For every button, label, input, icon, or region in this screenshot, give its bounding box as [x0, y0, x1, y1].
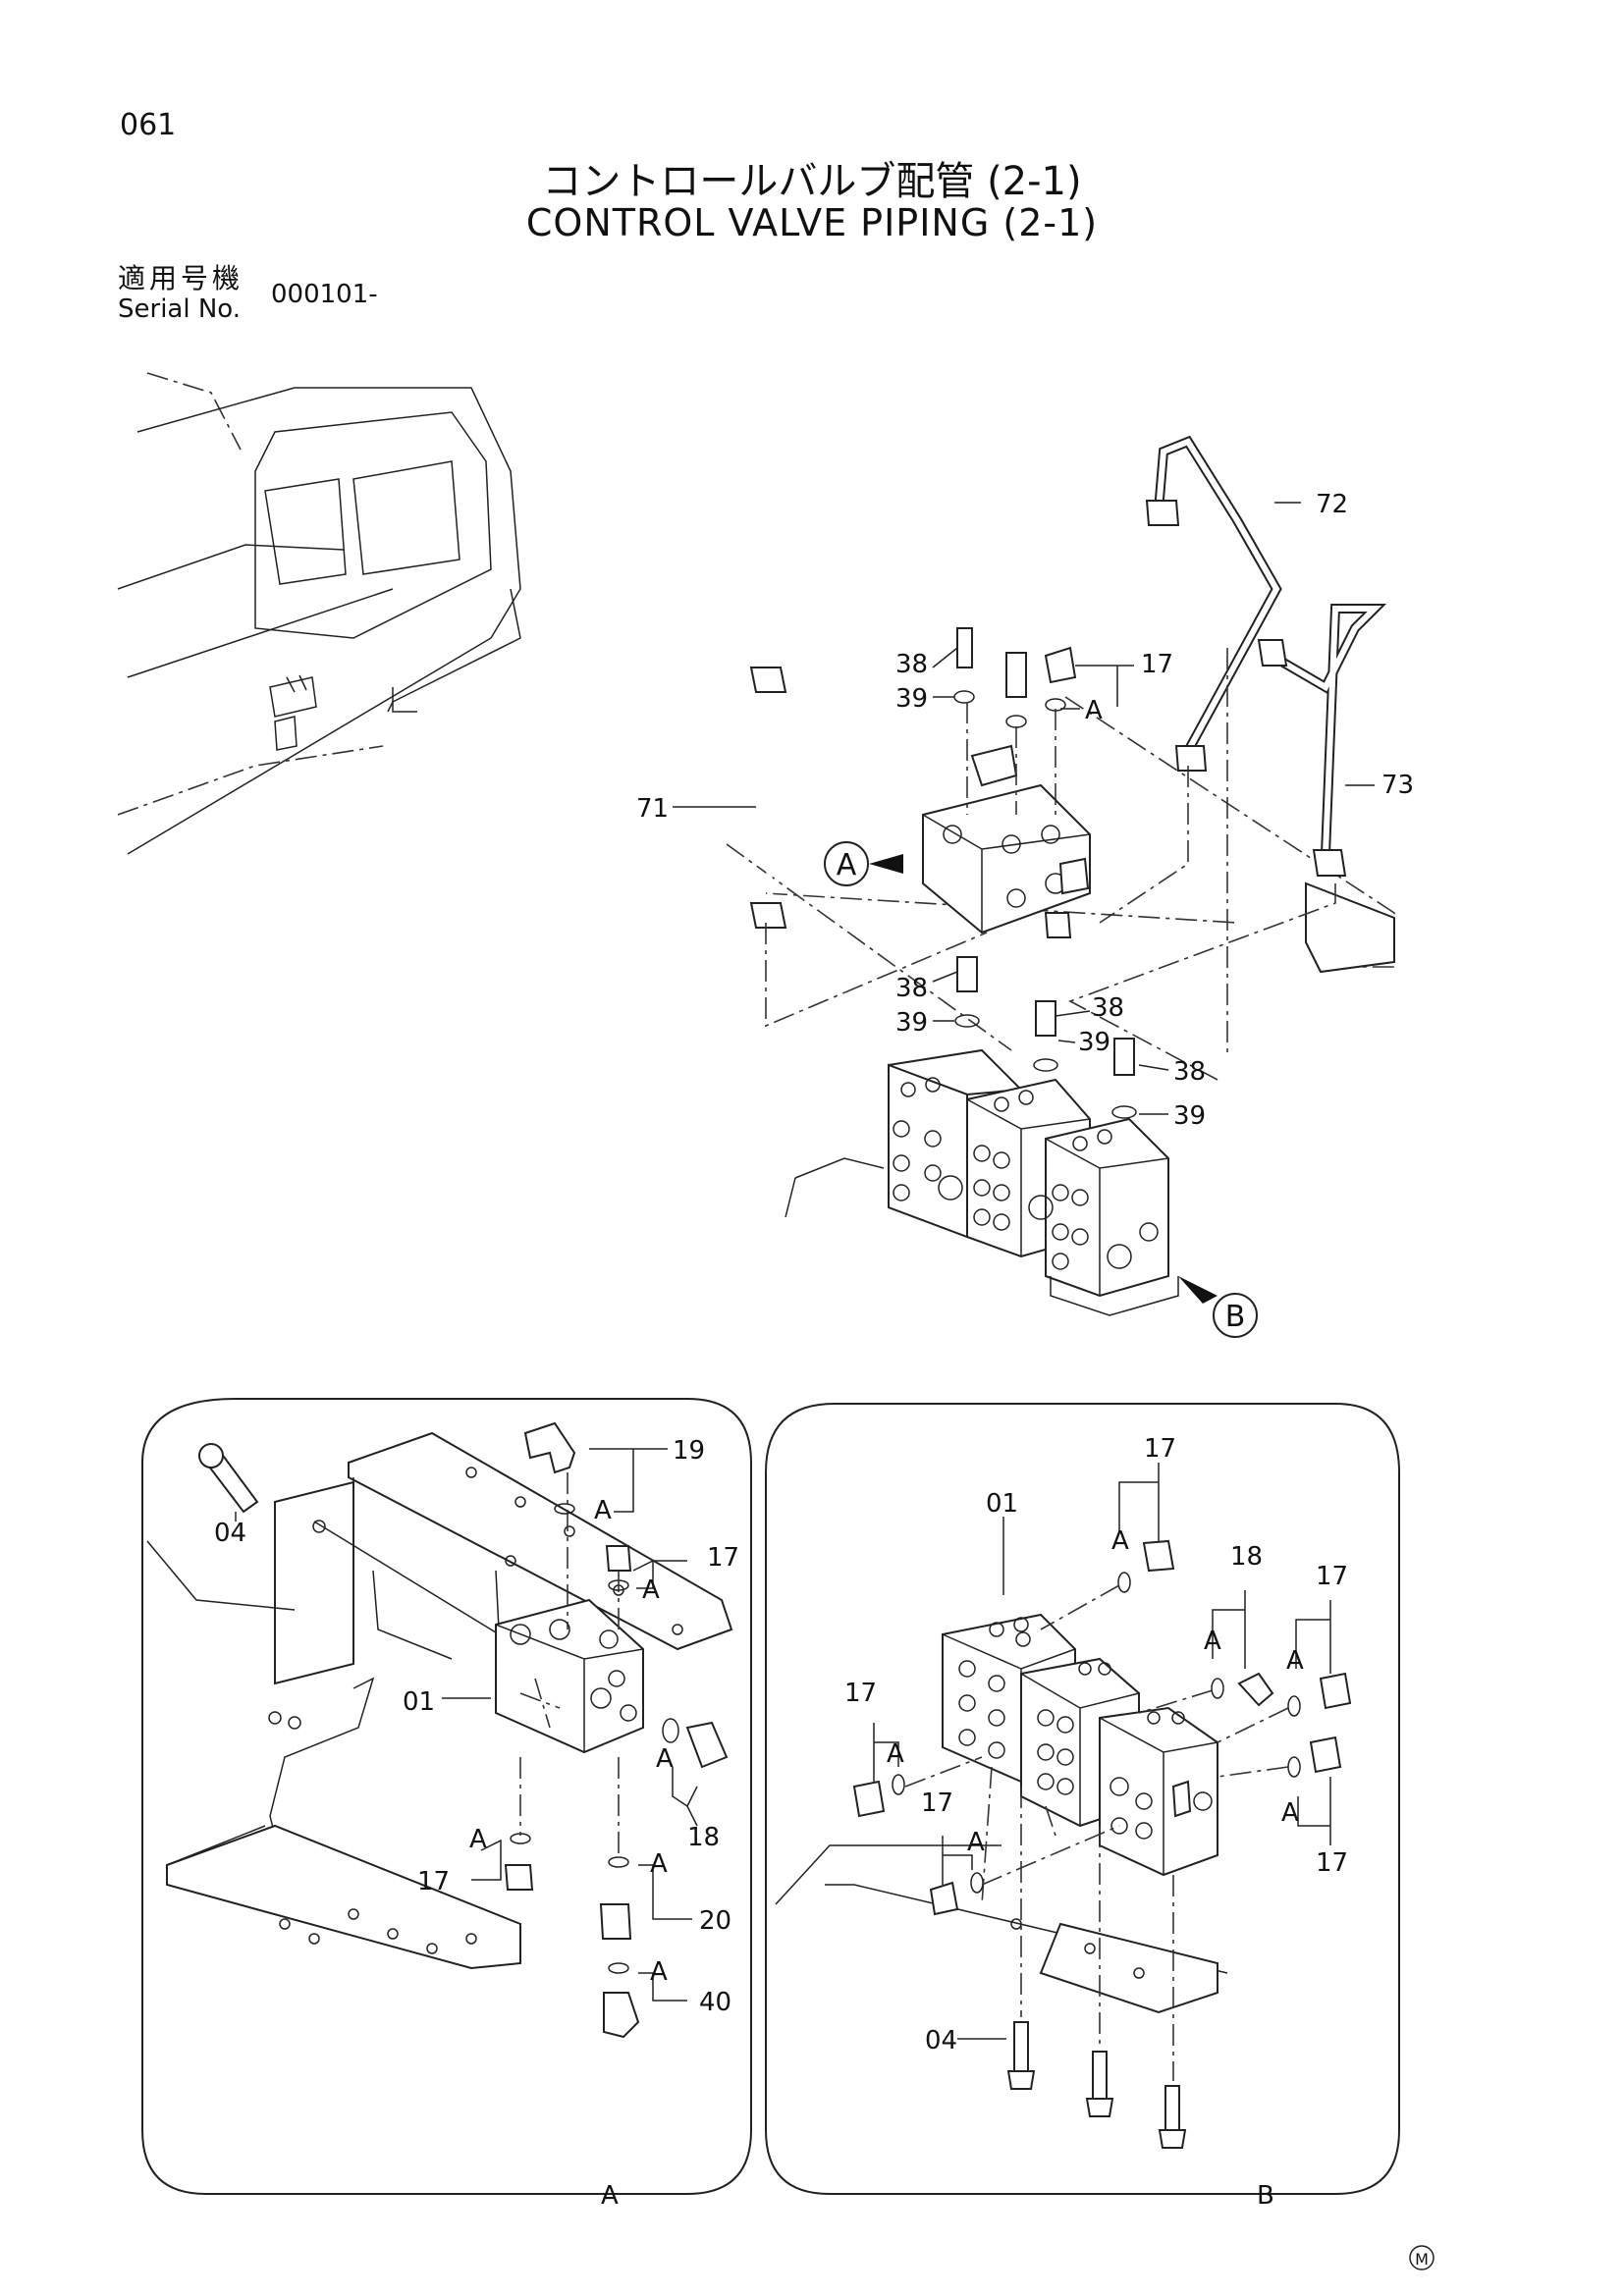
detail-a-label-04: 04 [214, 1519, 246, 1548]
detail-a-label-a3: A [656, 1744, 674, 1774]
detail-b-label-01: 01 [986, 1489, 1018, 1519]
detail-a-label-a4: A [469, 1825, 487, 1854]
callout-a: A [837, 848, 857, 882]
serial-number-value: 000101- [271, 280, 378, 309]
callout-circle-a [824, 841, 869, 886]
label-39-right: 39 [1173, 1101, 1206, 1131]
detail-a-label-a2: A [642, 1575, 660, 1605]
main-view-leaders [673, 502, 1375, 1304]
detail-a-view [141, 1398, 752, 2195]
label-39-mid: 39 [1078, 1028, 1110, 1057]
detail-a-caption: A [601, 2181, 619, 2211]
detail-b-label-a4: A [887, 1739, 904, 1769]
label-38-right: 38 [1173, 1057, 1206, 1087]
callout-circle-b [1213, 1293, 1258, 1338]
detail-b-label-18: 18 [1230, 1542, 1263, 1572]
label-a-main: A [1085, 696, 1103, 725]
detail-a-label-17-top: 17 [707, 1543, 739, 1573]
detail-a-label-19: 19 [673, 1436, 705, 1466]
footer-mark: M [1415, 2250, 1429, 2269]
detail-b-label-17-top: 17 [1144, 1434, 1176, 1464]
detail-b-label-17-left: 17 [844, 1679, 877, 1708]
page-number: 061 [120, 108, 177, 142]
detail-b-label-17-right: 17 [1316, 1562, 1348, 1591]
label-39-left: 39 [895, 1008, 928, 1038]
label-38-mid: 38 [1092, 993, 1124, 1023]
detail-a-label-01: 01 [403, 1687, 435, 1717]
detail-a-label-18: 18 [687, 1823, 720, 1852]
detail-a-label-a1: A [594, 1496, 612, 1525]
detail-b-label-a2: A [1204, 1627, 1221, 1656]
label-17-main: 17 [1141, 650, 1173, 679]
label-39-top: 39 [895, 684, 928, 714]
label-72: 72 [1316, 490, 1348, 519]
detail-a-label-20: 20 [699, 1906, 731, 1936]
detail-b-caption: B [1257, 2181, 1274, 2211]
label-38-left: 38 [895, 974, 928, 1003]
label-38-top: 38 [895, 650, 928, 679]
detail-b-view [765, 1403, 1400, 2195]
detail-b-label-a6: A [1281, 1798, 1299, 1828]
footer-mark-circle [1409, 2245, 1435, 2270]
detail-a-label-a5: A [650, 1849, 668, 1879]
machine-overview [117, 372, 521, 855]
label-73: 73 [1381, 771, 1414, 800]
detail-a-label-a6: A [650, 1957, 668, 1987]
detail-b-label-17-lower-right: 17 [1316, 1848, 1348, 1878]
detail-b-label-17-lower-left: 17 [921, 1789, 953, 1818]
detail-b-label-a1: A [1111, 1526, 1129, 1556]
serial-label-japanese: 適用号機 [118, 262, 244, 294]
serial-label-english: Serial No. [118, 294, 241, 324]
detail-b-label-a3: A [1286, 1646, 1304, 1676]
detail-b-label-a5: A [967, 1828, 985, 1857]
detail-a-label-40: 40 [699, 1988, 731, 2017]
page-title-english: CONTROL VALVE PIPING (2-1) [525, 201, 1099, 244]
detail-b-label-04: 04 [925, 2026, 957, 2056]
detail-a-label-17-bottom: 17 [417, 1867, 450, 1896]
main-exploded-view [726, 435, 1395, 1316]
label-71: 71 [636, 794, 669, 824]
callout-b: B [1225, 1300, 1246, 1334]
page-title-japanese: コントロールバルブ配管 (2-1) [542, 159, 1082, 204]
